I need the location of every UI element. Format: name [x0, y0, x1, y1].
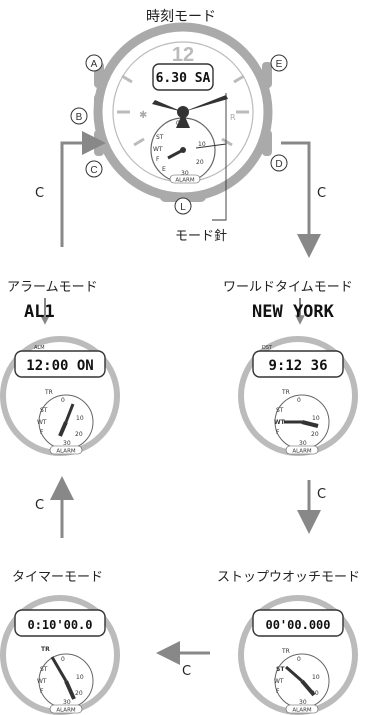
alarm-segment-label: AL1: [24, 302, 55, 322]
svg-text:TR: TR: [281, 648, 290, 655]
arrow-label-c-5: C: [182, 664, 192, 679]
svg-text:ALARM: ALARM: [292, 708, 312, 714]
arrow-label-c-4: C: [35, 498, 45, 513]
svg-text:ALARM: ALARM: [56, 449, 76, 455]
world-dst-label: DST: [262, 345, 273, 351]
arrow-label-c-2: C: [317, 186, 327, 201]
svg-text:WT: WT: [274, 419, 286, 426]
svg-text:20: 20: [196, 159, 204, 166]
timer-mode-title: タイマーモード: [12, 570, 104, 585]
svg-text:10: 10: [76, 674, 84, 681]
stopwatch-lcd-text: 00'00.000: [265, 618, 330, 632]
svg-text:10: 10: [312, 674, 320, 681]
svg-text:F: F: [156, 156, 160, 163]
alarm-mode-title: アラームモード: [7, 280, 98, 295]
arrow-label-c-3: C: [317, 487, 327, 502]
svg-text:ST: ST: [40, 666, 48, 673]
button-e-label: E: [276, 59, 283, 70]
timer-lcd-text: 0:10'00.0: [27, 618, 92, 632]
svg-text:ST: ST: [276, 407, 284, 414]
alarm-alm-label: ALM: [34, 345, 45, 351]
svg-text:30: 30: [181, 170, 189, 177]
svg-text:WT: WT: [37, 678, 47, 685]
svg-text:20: 20: [311, 431, 319, 438]
alarm-watch: 12:00 ON ALM 0 10 20 30 ST WT F TR ALARM: [0, 336, 120, 456]
main-lcd-text: 6.30 SA: [156, 71, 211, 86]
world-time-mode-title: ワールドタイムモード: [223, 280, 353, 295]
svg-text:30: 30: [63, 440, 71, 447]
svg-text:ALARM: ALARM: [292, 449, 312, 455]
main-hour-hand: [152, 100, 183, 112]
main-alarm-text: ALARM: [175, 178, 195, 184]
arrow-label-c-1: C: [35, 186, 45, 201]
svg-text:WT: WT: [37, 419, 47, 426]
svg-text:F: F: [276, 688, 280, 695]
main-watch: 6.30 SA 12 0 10 20 30 ST WT F E ALARM ✱ …: [93, 22, 273, 221]
stopwatch-mode-title: ストップウオッチモード: [217, 570, 361, 585]
arrow-alarm-to-time: [60, 131, 106, 247]
svg-text:30: 30: [63, 699, 71, 706]
button-c-label: C: [90, 165, 97, 176]
twelve-numeral: 12: [172, 44, 194, 66]
svg-text:30: 30: [299, 699, 307, 706]
svg-text:ST: ST: [40, 407, 48, 414]
hour-indices: [117, 74, 249, 147]
svg-text:10: 10: [312, 415, 320, 422]
svg-text:10: 10: [198, 141, 206, 148]
button-callouts: [70, 54, 288, 215]
mode-hand-label: モード針: [175, 229, 228, 244]
svg-text:20: 20: [75, 690, 83, 697]
timer-watch: 0:10'00.0 TR 0 10 20 30 ST WT F ALARM: [0, 595, 120, 715]
svg-text:0: 0: [297, 397, 301, 404]
svg-text:20: 20: [75, 431, 83, 438]
button-l-label: L: [180, 202, 186, 213]
button-b-label: B: [76, 112, 83, 123]
world-time-watch: 9:12 36 DST 0 10 20 30 ST WT F TR ALARM: [238, 336, 358, 456]
main-minute-hand: [183, 95, 228, 112]
svg-text:F: F: [40, 429, 44, 436]
stopwatch-watch: 00'00.000 0 10 20 30 ST WT F TR ALARM: [238, 595, 358, 715]
world-segment-label: NEW YORK: [252, 302, 334, 322]
svg-text:ALARM: ALARM: [56, 708, 76, 714]
svg-text:TR: TR: [44, 389, 53, 396]
r-mark: R: [230, 113, 236, 122]
alarm-lcd-text: 12:00 ON: [26, 358, 93, 374]
svg-text:E: E: [162, 166, 166, 173]
svg-text:0: 0: [61, 397, 65, 404]
svg-text:0: 0: [297, 656, 301, 663]
svg-text:F: F: [40, 688, 44, 695]
svg-text:ST: ST: [156, 134, 164, 141]
svg-text:ST: ST: [276, 666, 285, 673]
svg-text:WT: WT: [274, 678, 284, 685]
bluetooth-icon: ✱: [139, 110, 147, 121]
arrow-time-to-world: [281, 141, 321, 258]
mode-hand-leader: [212, 93, 227, 221]
svg-text:TR: TR: [281, 389, 290, 396]
main-lcd: [152, 63, 214, 91]
timer-tr-label: TR: [41, 646, 50, 653]
svg-text:10: 10: [76, 415, 84, 422]
timekeeping-mode-title: 時刻モード: [146, 9, 216, 25]
button-d-label: D: [275, 159, 282, 170]
flow-arrows: [50, 131, 321, 665]
svg-text:F: F: [276, 429, 280, 436]
world-lcd-text: 9:12 36: [268, 358, 327, 374]
button-a-label: A: [91, 59, 98, 70]
svg-text:0: 0: [61, 656, 65, 663]
svg-text:30: 30: [299, 440, 307, 447]
svg-text:WT: WT: [153, 146, 163, 153]
